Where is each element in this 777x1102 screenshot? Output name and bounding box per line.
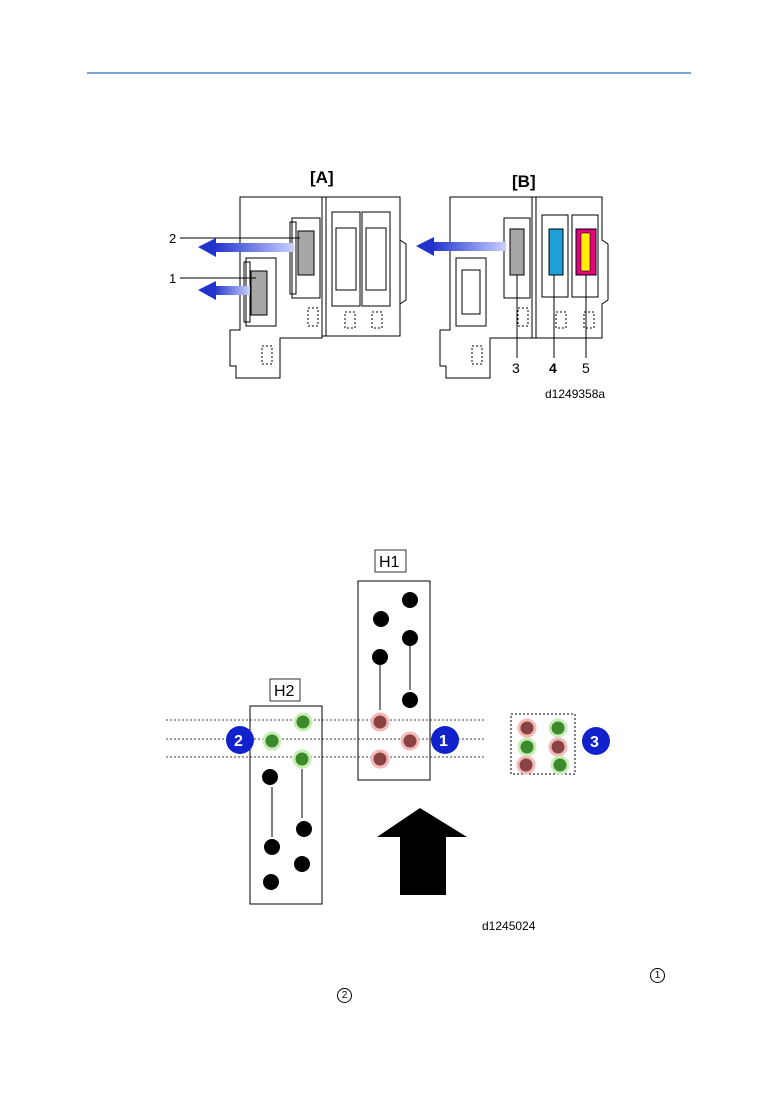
print-head-4-cyan xyxy=(549,229,563,275)
figure-code-1: d1249358a xyxy=(545,387,605,401)
head-h1 xyxy=(358,581,430,780)
printhead-removal-diagram: [A] [B] 2 1 xyxy=(0,0,777,420)
figure-code-2: d1245024 xyxy=(482,919,536,933)
h2-overlap-nozzles xyxy=(264,714,311,767)
removal-arrow-2 xyxy=(198,238,294,257)
circled-mark-2: 2 xyxy=(337,988,352,1003)
badge-2: 2 xyxy=(226,726,254,754)
circled-mark-1: 1 xyxy=(650,968,665,983)
callout-4: 4 xyxy=(549,360,557,376)
badge-1: 1 xyxy=(431,726,459,754)
h1-overlap-nozzles xyxy=(372,714,418,767)
print-head-5-color xyxy=(576,229,596,275)
callout-1: 1 xyxy=(169,271,176,286)
head-label-h2: H2 xyxy=(274,683,295,700)
nozzle-alignment-diagram: H1 H2 xyxy=(0,530,777,950)
print-head-2 xyxy=(298,231,314,275)
callout-5: 5 xyxy=(582,360,590,376)
print-head-3 xyxy=(510,229,524,275)
h2-nozzles xyxy=(262,769,312,890)
removal-arrow-3 xyxy=(416,237,506,256)
removal-arrow-1 xyxy=(198,281,250,300)
head-h2 xyxy=(250,706,322,904)
head-label-h1: H1 xyxy=(379,554,400,571)
panel-b-label: [B] xyxy=(512,172,536,191)
svg-text:3: 3 xyxy=(590,734,599,751)
svg-text:1: 1 xyxy=(439,733,448,750)
callout-2: 2 xyxy=(169,231,176,246)
feed-direction-arrow xyxy=(377,808,467,895)
badge-3: 3 xyxy=(582,727,610,755)
panel-b-unit xyxy=(440,197,608,378)
callout-3: 3 xyxy=(512,360,520,376)
panel-a-label: [A] xyxy=(310,168,334,187)
svg-text:2: 2 xyxy=(234,733,243,750)
h1-nozzles xyxy=(372,592,418,708)
